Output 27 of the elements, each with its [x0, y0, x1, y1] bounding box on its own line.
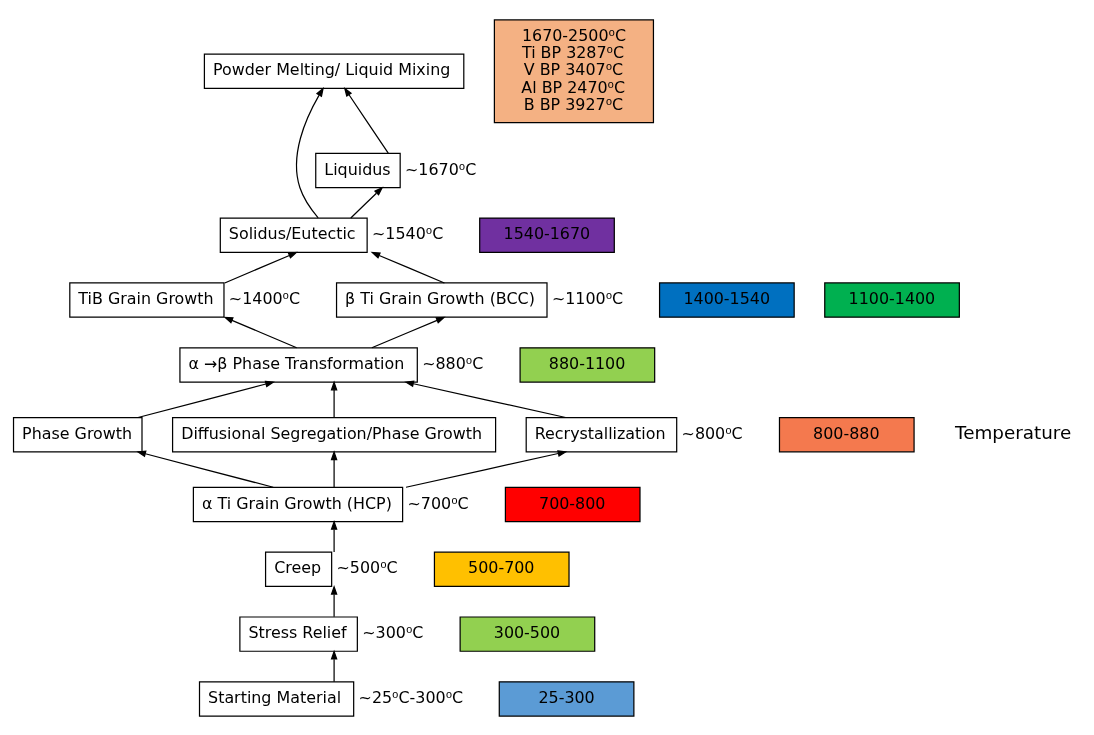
arrow [404, 380, 567, 418]
arrow [295, 86, 324, 218]
node-label: ~1400⁰C [228, 288, 301, 308]
arrow [136, 450, 274, 488]
arrow [343, 86, 389, 154]
arrow [330, 449, 338, 488]
arrow [330, 584, 338, 617]
arrow [330, 649, 338, 682]
node-label: ~1100⁰C [551, 288, 624, 308]
node-label: ~1540⁰C [372, 223, 444, 243]
node-label: ~800⁰C [681, 423, 743, 443]
arrow [330, 380, 338, 418]
node-label: ~25⁰C-300⁰C [358, 687, 464, 707]
arrow [405, 449, 568, 488]
node-label: ~880⁰C [422, 353, 484, 373]
node-label: ~1670⁰C [405, 159, 477, 179]
arrow [350, 186, 384, 219]
arrow [223, 316, 298, 348]
node-label: ~300⁰C [362, 622, 424, 642]
node-label: ~700⁰C [407, 493, 469, 513]
arrow [370, 251, 445, 284]
arrow [330, 519, 338, 553]
arrow [371, 316, 446, 348]
arrow [137, 380, 275, 418]
arrow [224, 251, 298, 284]
node-label: ~500⁰C [336, 557, 398, 577]
label: Temperature [955, 421, 1072, 443]
